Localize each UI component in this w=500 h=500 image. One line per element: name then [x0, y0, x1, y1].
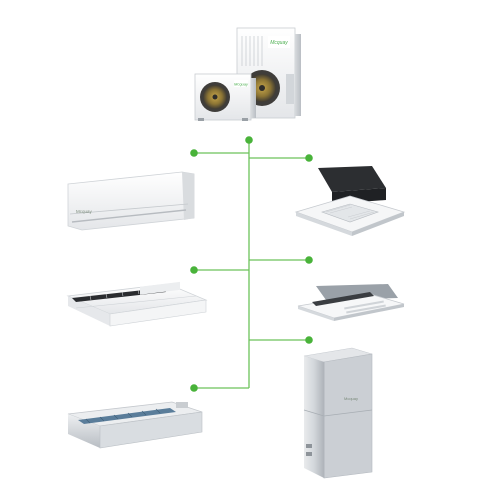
connection-dot: [190, 149, 198, 157]
connection-dots: [190, 136, 313, 392]
four-way-cassette-unit: [294, 166, 406, 236]
wall-mounted-split-unit: Mcquay: [67, 171, 195, 231]
connection-dot: [190, 266, 198, 274]
connection-dot: [305, 256, 313, 264]
outdoor-condenser-units: Mcquay Mcquay: [194, 27, 301, 121]
connection-dot: [305, 336, 313, 344]
connection-dot: [305, 154, 313, 162]
svg-text:Mcquay: Mcquay: [76, 209, 93, 214]
ceiling-suspended-unit: [66, 281, 208, 327]
refrigerant-pipe-lines: [194, 140, 309, 389]
ducted-concealed-unit: [67, 401, 203, 449]
one-way-cassette-unit: [297, 284, 405, 321]
connection-dot: [190, 384, 198, 392]
connection-dot: [245, 136, 253, 144]
svg-text:Mcquay: Mcquay: [270, 40, 288, 46]
air-handler-cabinet: Mcquay: [303, 347, 373, 479]
svg-text:Mcquay: Mcquay: [234, 82, 249, 87]
svg-text:Mcquay: Mcquay: [344, 396, 358, 401]
